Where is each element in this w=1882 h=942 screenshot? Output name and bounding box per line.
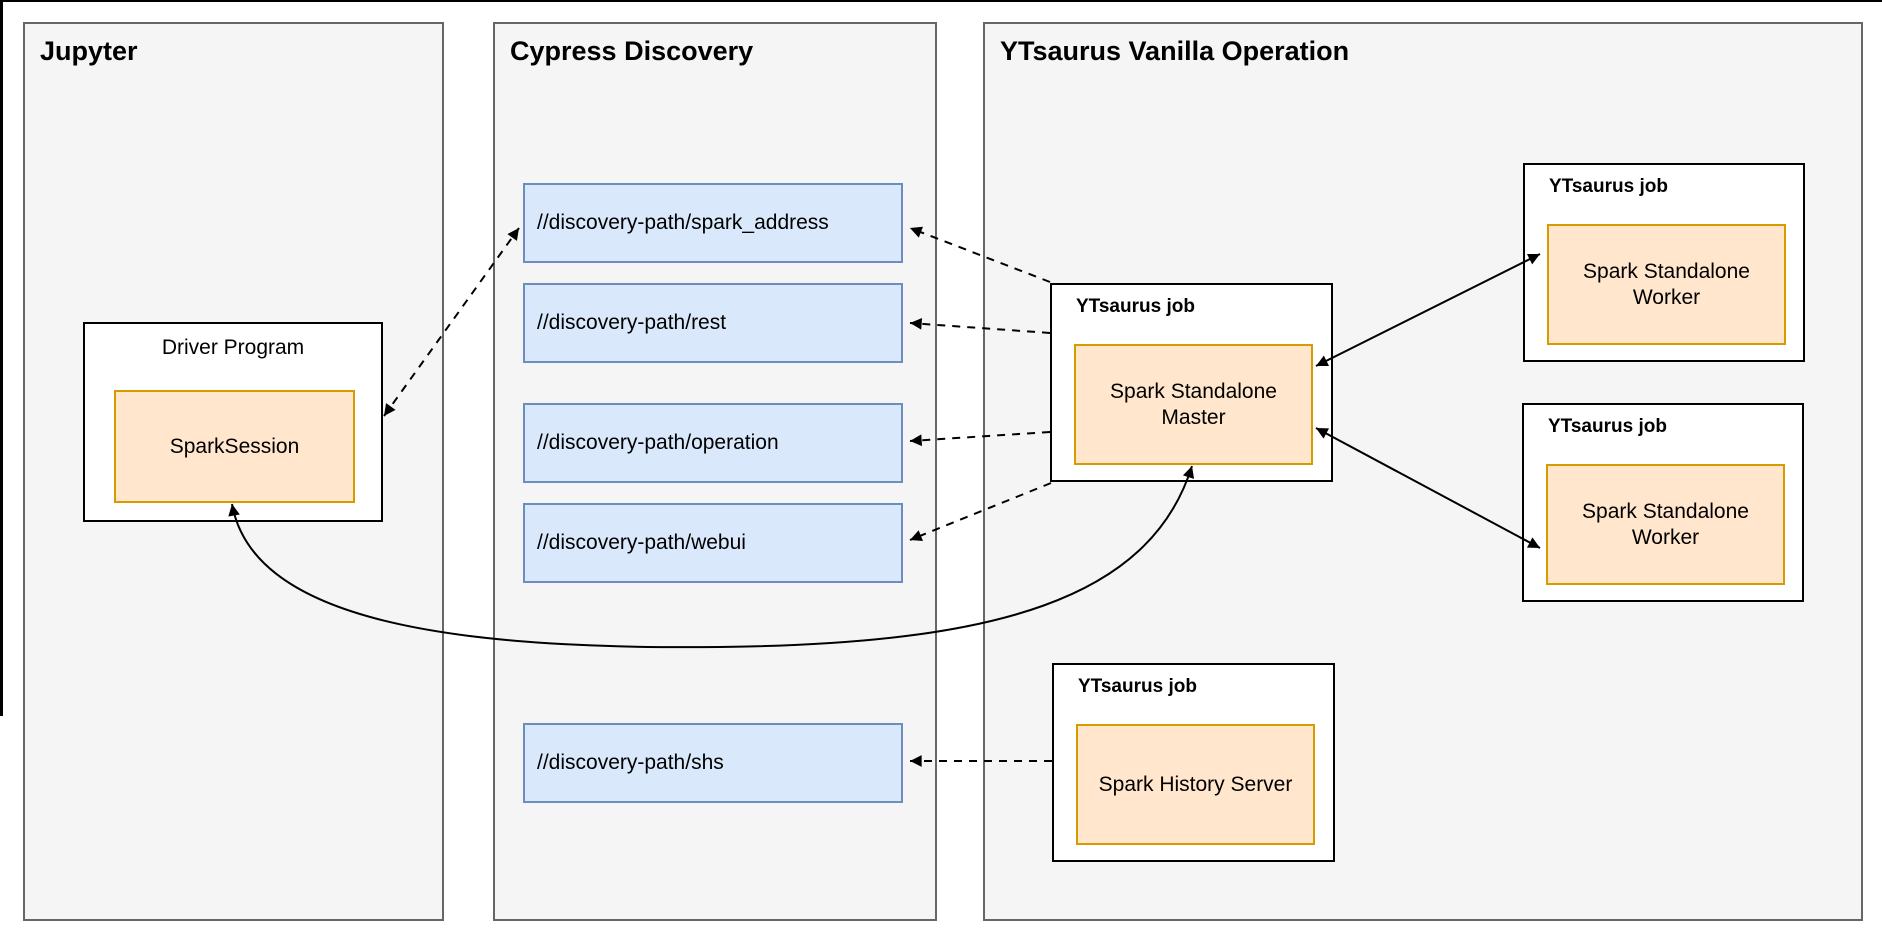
- node-driver-program: Driver Program SparkSession: [83, 322, 383, 522]
- node-discovery-operation: //discovery-path/operation: [523, 403, 903, 483]
- node-spark-session: SparkSession: [114, 390, 355, 503]
- spark-worker-1-label: Spark Standalone Worker: [1583, 259, 1750, 309]
- node-discovery-spark-address: //discovery-path/spark_address: [523, 183, 903, 263]
- node-spark-worker-2: Spark Standalone Worker: [1546, 464, 1785, 585]
- spark-session-label: SparkSession: [169, 434, 300, 458]
- frame-top-line: [0, 0, 1882, 2]
- history-job-label: YTsaurus job: [1078, 676, 1197, 697]
- node-history-job: YTsaurus job Spark History Server: [1052, 663, 1335, 862]
- discovery-shs-label: //discovery-path/shs: [537, 751, 724, 774]
- discovery-operation-label: //discovery-path/operation: [537, 431, 779, 454]
- node-spark-master: Spark Standalone Master: [1074, 344, 1313, 465]
- node-spark-worker-1: Spark Standalone Worker: [1547, 224, 1786, 345]
- node-discovery-webui: //discovery-path/webui: [523, 503, 903, 583]
- worker-job-2-label: YTsaurus job: [1548, 416, 1667, 437]
- discovery-webui-label: //discovery-path/webui: [537, 531, 746, 554]
- container-ytsaurus-title: YTsaurus Vanilla Operation: [1000, 36, 1350, 66]
- node-master-job: YTsaurus job Spark Standalone Master: [1050, 283, 1333, 482]
- discovery-rest-label: //discovery-path/rest: [537, 311, 727, 334]
- node-worker-job-1: YTsaurus job Spark Standalone Worker: [1523, 163, 1805, 362]
- node-discovery-rest: //discovery-path/rest: [523, 283, 903, 363]
- driver-program-label: Driver Program: [161, 336, 305, 359]
- frame-left-line: [0, 0, 3, 716]
- discovery-spark-address-label: //discovery-path/spark_address: [537, 211, 829, 234]
- node-worker-job-2: YTsaurus job Spark Standalone Worker: [1522, 403, 1804, 602]
- master-job-label: YTsaurus job: [1076, 296, 1195, 317]
- node-discovery-shs: //discovery-path/shs: [523, 723, 903, 803]
- spark-history-server-label: Spark History Server: [1098, 772, 1293, 796]
- spark-master-label: Spark Standalone Master: [1110, 379, 1277, 429]
- container-jupyter-title: Jupyter: [40, 36, 138, 66]
- node-spark-history-server: Spark History Server: [1076, 724, 1315, 845]
- container-cypress-title: Cypress Discovery: [510, 36, 754, 66]
- spark-worker-2-label: Spark Standalone Worker: [1582, 499, 1749, 549]
- worker-job-1-label: YTsaurus job: [1549, 176, 1668, 197]
